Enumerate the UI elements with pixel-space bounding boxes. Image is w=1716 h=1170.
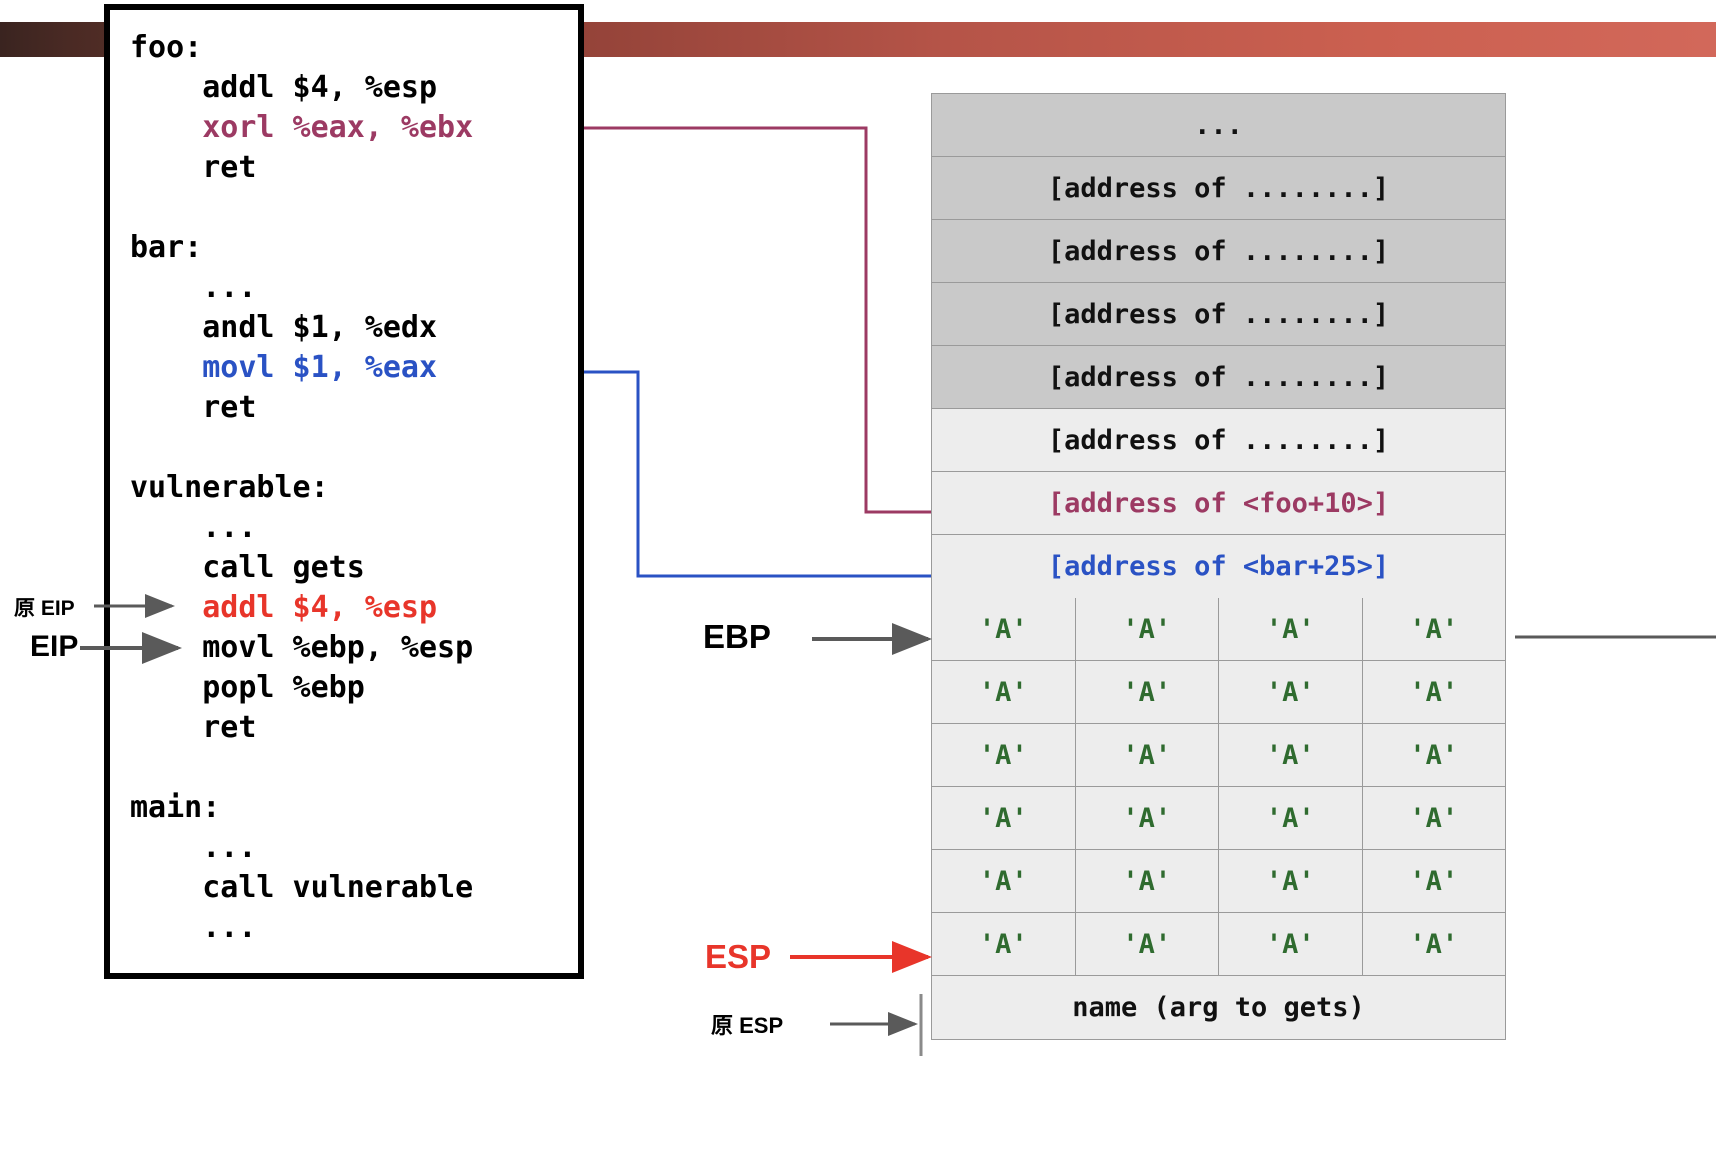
- code-line: movl $1, %eax: [130, 350, 438, 385]
- code-blank-line: [130, 748, 473, 788]
- stack-byte-cell: 'A': [1219, 661, 1363, 723]
- label-esp: ESP: [705, 938, 772, 975]
- code-line: call gets: [130, 550, 365, 585]
- code-line: call vulnerable: [130, 870, 474, 905]
- label-eip: EIP: [30, 630, 79, 663]
- stack-row: [address of <bar+25>]: [932, 535, 1505, 598]
- stack-footer-rows: name (arg to gets): [932, 976, 1505, 1039]
- stack-byte-row: 'A''A''A''A': [932, 598, 1505, 661]
- stack-byte-cell: 'A': [1409, 803, 1459, 834]
- code-blank-line: [130, 428, 473, 468]
- stack-byte-row: 'A''A''A''A': [932, 661, 1505, 724]
- code-line: bar:: [130, 230, 203, 265]
- stack-byte-cell: 'A': [1076, 913, 1219, 975]
- stack-byte-cell: 'A': [1076, 661, 1219, 723]
- label-original-esp: 原 ESP: [711, 1013, 784, 1038]
- stack-byte-cell: 'A': [1219, 598, 1363, 660]
- stack-byte-row: 'A''A''A''A': [932, 850, 1505, 913]
- stack-byte-cell: 'A': [932, 850, 1076, 912]
- stack-byte-cell: 'A': [932, 913, 1076, 975]
- stack-address-rows: ...[address of ........][address of ....…: [932, 94, 1505, 598]
- code-line: andl $1, %edx: [130, 310, 438, 345]
- stack-byte-cell: 'A': [1076, 724, 1219, 786]
- stack-byte-cell: 'A': [932, 787, 1076, 849]
- code-line: addl $4, %esp: [130, 590, 438, 625]
- stack-byte-cell: 'A': [932, 598, 1076, 660]
- code-line: xorl %eax, %ebx: [130, 110, 474, 145]
- stack-byte-cell: 'A': [932, 661, 1076, 723]
- stack-layout-table: ...[address of ........][address of ....…: [931, 93, 1506, 1040]
- stack-row: [address of <foo+10>]: [932, 472, 1505, 535]
- stack-byte-cell: 'A': [1409, 677, 1459, 708]
- code-line: movl %ebp, %esp: [130, 630, 474, 665]
- stack-buffer-byte-grid: 'A''A''A''A''A''A''A''A''A''A''A''A''A''…: [932, 598, 1505, 976]
- code-line: foo:: [130, 30, 203, 65]
- stack-byte-cell: 'A': [1219, 787, 1363, 849]
- code-line: ...: [130, 830, 257, 865]
- stack-byte-cell: 'A': [1076, 787, 1219, 849]
- stack-row: [address of ........]: [932, 283, 1505, 346]
- label-original-eip: 原 EIP: [14, 597, 75, 620]
- stack-row: [address of ........]: [932, 346, 1505, 409]
- stack-row: [address of ........]: [932, 409, 1505, 472]
- stack-byte-cell: 'A': [932, 724, 1076, 786]
- stack-byte-cell: 'A': [1409, 929, 1459, 960]
- stack-byte-cell: 'A': [1409, 866, 1459, 897]
- assembly-code-listing: foo: addl $4, %esp xorl %eax, %ebx ret b…: [130, 28, 473, 948]
- code-line: ...: [130, 910, 257, 945]
- stack-byte-cell: 'A': [1219, 850, 1363, 912]
- code-blank-line: [130, 188, 473, 228]
- code-line: ret: [130, 710, 257, 745]
- stack-byte-row: 'A''A''A''A': [932, 787, 1505, 850]
- stack-row: ...: [932, 94, 1505, 157]
- arrow-foo10-to-xorl: [542, 116, 931, 514]
- stack-byte-cell: 'A': [1076, 598, 1219, 660]
- stack-byte-cell: 'A': [1076, 850, 1219, 912]
- code-line: ret: [130, 390, 257, 425]
- stack-row: [address of ........]: [932, 157, 1505, 220]
- stack-byte-row: 'A''A''A''A': [932, 913, 1505, 976]
- assembly-code-panel: foo: addl $4, %esp xorl %eax, %ebx ret b…: [104, 4, 584, 979]
- stack-byte-row: 'A''A''A''A': [932, 724, 1505, 787]
- stack-byte-cell: 'A': [1409, 614, 1459, 645]
- code-line: vulnerable:: [130, 470, 329, 505]
- code-line: ...: [130, 510, 257, 545]
- stack-row: [address of ........]: [932, 220, 1505, 283]
- code-line: popl %ebp: [130, 670, 365, 705]
- label-ebp: EBP: [703, 618, 771, 655]
- code-line: ret: [130, 150, 257, 185]
- stack-byte-cell: 'A': [1219, 724, 1363, 786]
- code-line: ...: [130, 270, 257, 305]
- code-line: main:: [130, 790, 221, 825]
- stack-byte-cell: 'A': [1219, 913, 1363, 975]
- stack-byte-cell: 'A': [1409, 740, 1459, 771]
- stack-footer-row: name (arg to gets): [932, 976, 1505, 1039]
- code-line: addl $4, %esp: [130, 70, 438, 105]
